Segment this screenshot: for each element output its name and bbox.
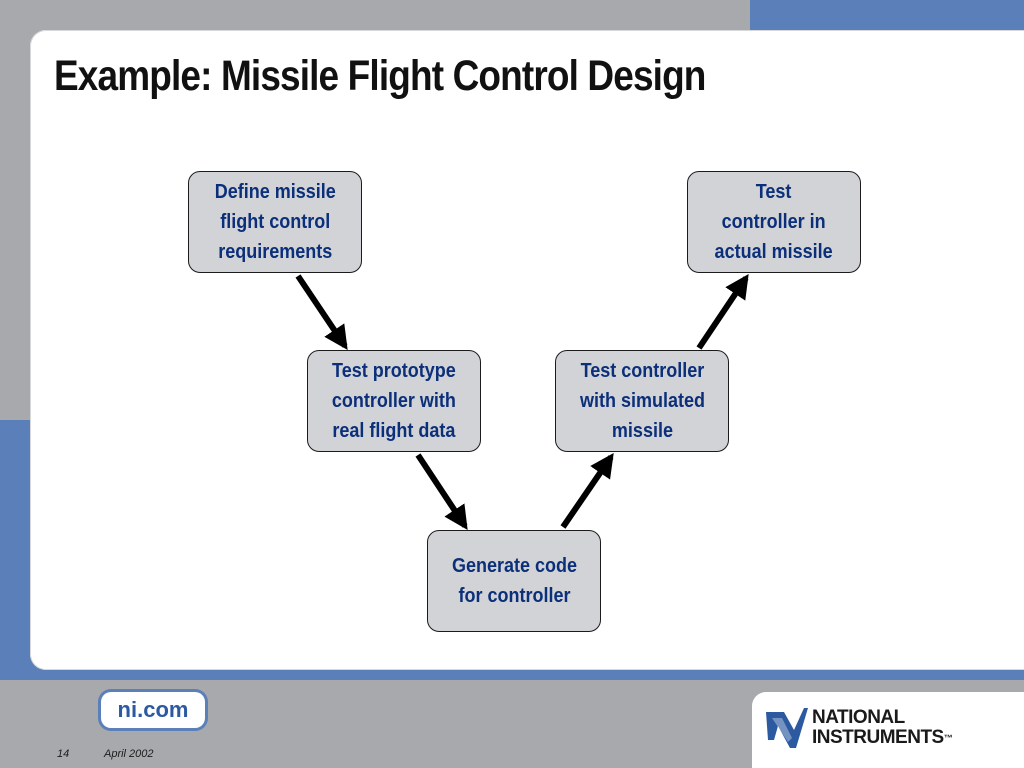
slide-number: 14 [57,748,70,760]
logo-line-instruments: INSTRUMENTS [812,727,944,748]
node-label: Test controller in actual missile [714,181,834,263]
ni-com-text: ni.com [117,697,189,722]
ni-com-logo: ni.com [101,692,205,728]
node-define-requirements: Define missile flight control requiremen… [188,171,362,273]
arrow-simulated-to-actual [696,274,749,350]
node-label: Test controller with simulated missile [579,360,705,442]
node-label: Test prototype controller with real flig… [331,360,457,442]
slide-date: April 2002 [104,748,154,760]
node-test-prototype: Test prototype controller with real flig… [307,350,481,452]
arrow-prototype-to-generate [415,453,468,531]
node-label: Generate code for controller [451,555,577,607]
node-test-actual: Test controller in actual missile [687,171,861,273]
logo-line-national: NATIONAL [812,707,905,728]
node-test-simulated: Test controller with simulated missile [555,350,729,452]
national-instruments-wordmark: NATIONAL INSTRUMENTS™ [812,707,953,748]
node-label: Define missile flight control requiremen… [214,181,336,263]
node-generate-code: Generate code for controller [427,530,601,632]
national-instruments-eagle-icon [766,708,808,748]
arrow-define-to-prototype [295,274,348,350]
slide-title: Example: Missile Flight Control Design [54,52,706,100]
logo-trademark: ™ [943,733,953,743]
arrow-generate-to-simulated [560,453,614,529]
